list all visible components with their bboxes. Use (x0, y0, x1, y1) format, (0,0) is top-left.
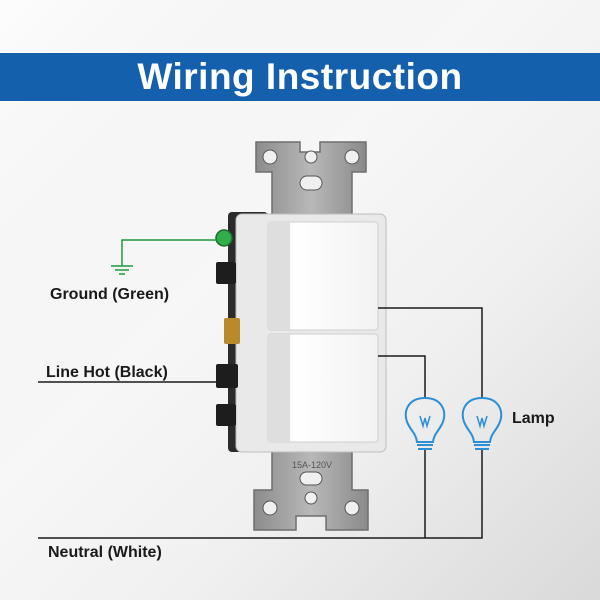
line-hot-label: Line Hot (Black) (46, 364, 168, 381)
neutral-label: Neutral (White) (48, 544, 162, 561)
rocker-top (267, 221, 379, 331)
title-banner: Wiring Instruction (0, 53, 600, 101)
load-wire-top (378, 307, 483, 398)
terminal-top (216, 262, 236, 284)
brass-tab (224, 318, 240, 344)
terminal-line (216, 364, 238, 388)
ground-screw (215, 229, 233, 247)
ground-wire (121, 239, 218, 266)
load-wire-bottom (378, 355, 426, 398)
rating-text: 15A-120V (292, 460, 332, 470)
light-bulb-icon (404, 396, 446, 450)
rocker-bottom (267, 333, 379, 443)
lamp-label: Lamp (512, 410, 555, 427)
light-bulb-icon (461, 396, 503, 450)
ground-symbol-icon (111, 265, 133, 275)
terminal-bottom (216, 404, 236, 426)
ground-label: Ground (Green) (50, 286, 170, 303)
neutral-wire (38, 448, 483, 539)
banner-title: Wiring Instruction (137, 56, 463, 97)
bottom-mounting-strap (253, 447, 369, 531)
top-mounting-strap (255, 141, 367, 217)
